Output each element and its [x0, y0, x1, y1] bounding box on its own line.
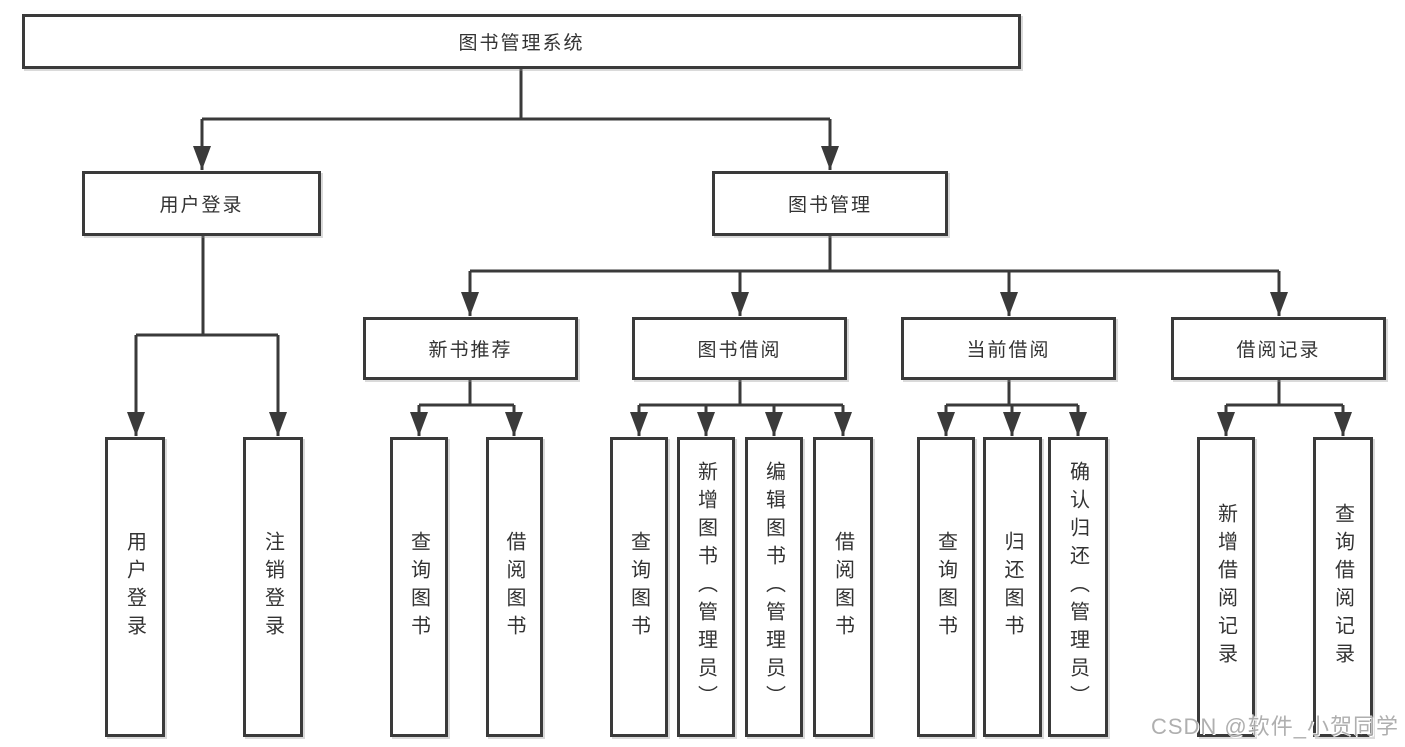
leaf-query-book-current: 查询图书	[917, 437, 975, 737]
leaf-add-borrow-record: 新增借阅记录	[1197, 437, 1255, 737]
node-borrow-record: 借阅记录	[1171, 317, 1386, 380]
node-book-management: 图书管理	[712, 171, 948, 236]
leaf-borrow-book-recommend: 借阅图书	[486, 437, 543, 737]
leaf-user-login: 用户登录	[105, 437, 165, 737]
node-book-borrow: 图书借阅	[632, 317, 847, 380]
node-library-management-system: 图书管理系统	[22, 14, 1021, 69]
node-current-borrow: 当前借阅	[901, 317, 1116, 380]
node-user-login: 用户登录	[82, 171, 321, 236]
leaf-query-book-recommend: 查询图书	[390, 437, 448, 737]
leaf-return-book: 归还图书	[983, 437, 1042, 737]
leaf-query-borrow-record: 查询借阅记录	[1313, 437, 1373, 737]
leaf-add-book-admin: 新增图书（管理员）	[677, 437, 735, 737]
node-new-book-recommend: 新书推荐	[363, 317, 578, 380]
leaf-logout: 注销登录	[243, 437, 303, 737]
leaf-confirm-return-admin: 确认归还（管理员）	[1048, 437, 1108, 737]
leaf-edit-book-admin: 编辑图书（管理员）	[745, 437, 803, 737]
csdn-watermark: CSDN @软件_小贺同学	[1150, 714, 1399, 739]
leaf-query-book-borrow: 查询图书	[610, 437, 668, 737]
leaf-borrow-book: 借阅图书	[813, 437, 873, 737]
